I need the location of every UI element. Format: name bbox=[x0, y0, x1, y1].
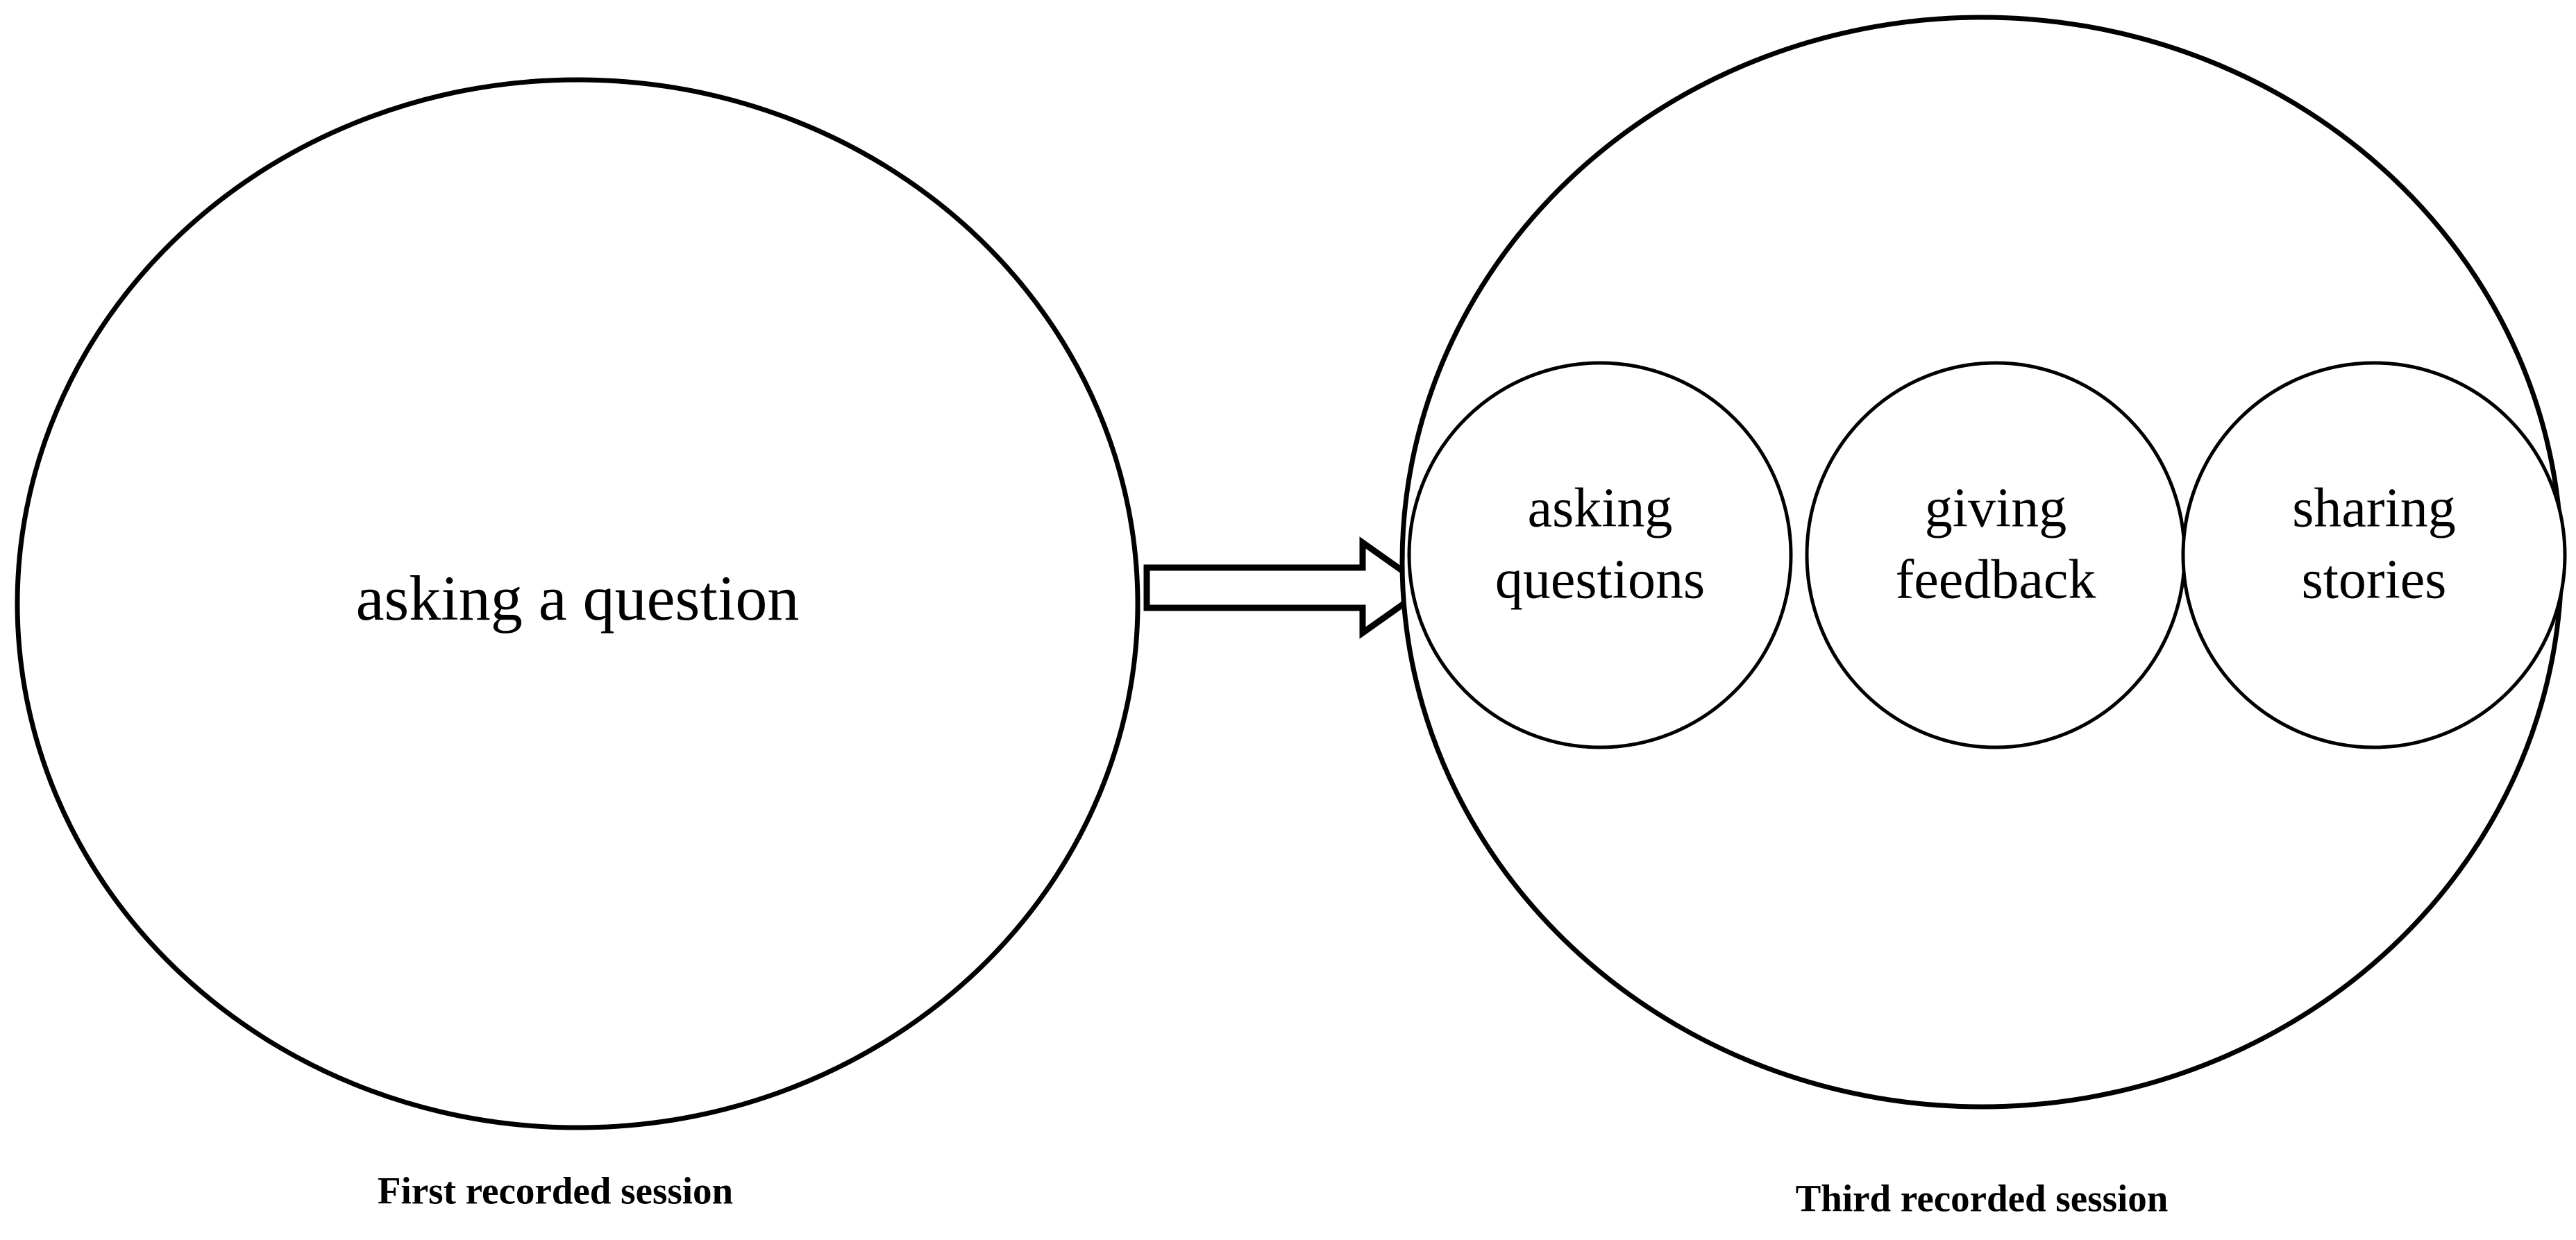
subtheme-label-giving-feedback-line1: giving bbox=[1925, 477, 2066, 538]
subtheme-circle-sharing-stories[interactable] bbox=[2181, 361, 2567, 749]
left-session-circle[interactable] bbox=[15, 77, 1140, 1130]
subtheme-circle-asking-questions[interactable] bbox=[1407, 361, 1793, 749]
subtheme-label-asking-questions-line1: asking bbox=[1528, 477, 1673, 538]
subtheme-label-sharing-stories-line1: sharing bbox=[2292, 477, 2456, 538]
subtheme-label-sharing-stories-line2: stories bbox=[2302, 549, 2447, 610]
right-session-caption: Third recorded session bbox=[1796, 1178, 2169, 1220]
subtheme-label-giving-feedback-line2: feedback bbox=[1896, 549, 2096, 610]
subtheme-label-asking-questions-line2: questions bbox=[1495, 549, 1705, 610]
transition-arrow[interactable] bbox=[1143, 536, 1432, 639]
left-session-caption: First recorded session bbox=[378, 1170, 733, 1212]
left-session-label: asking a question bbox=[356, 563, 800, 634]
